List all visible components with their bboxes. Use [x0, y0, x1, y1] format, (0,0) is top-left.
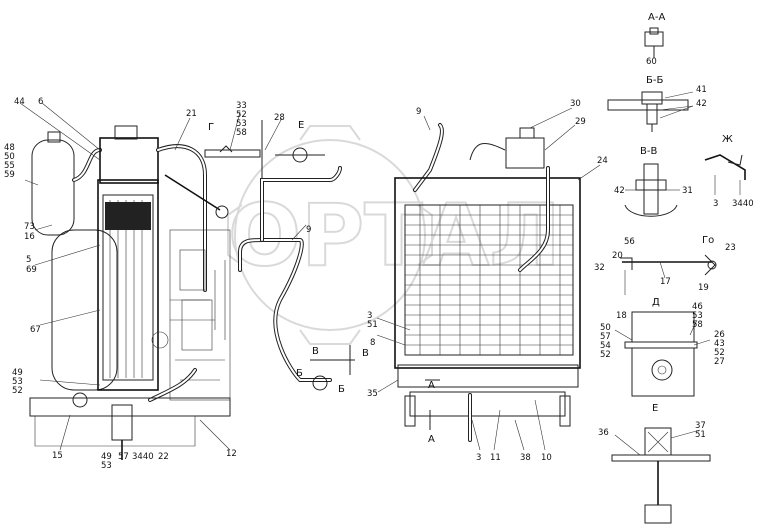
- section-vv-title: В-В: [640, 146, 657, 157]
- label-53c: 53: [236, 119, 247, 129]
- label-58b: 58: [692, 320, 703, 330]
- label-49b: 49: [101, 452, 112, 462]
- mark-a-top: А: [428, 380, 435, 391]
- label-11: 11: [490, 453, 501, 463]
- section-g: Го 20 56 32 17 19 23: [594, 235, 736, 295]
- label-52b: 52: [236, 110, 247, 120]
- section-d: Д 18 50 57 54 52 46 53 58 26 43 52 27: [600, 297, 725, 397]
- label-52c: 52: [714, 348, 725, 358]
- label-37: 37: [695, 421, 706, 431]
- label-56: 56: [624, 237, 635, 247]
- label-32: 32: [594, 263, 605, 273]
- label-41: 41: [696, 85, 707, 95]
- mark-b-left: Б: [296, 368, 303, 379]
- mark-a-bottom: А: [428, 434, 435, 445]
- mark-v-left: В: [312, 346, 319, 357]
- label-5: 5: [26, 255, 31, 265]
- section-aa: А-А 60: [644, 12, 665, 67]
- section-bb: Б-Б 41 42: [607, 75, 707, 132]
- label-18: 18: [616, 311, 627, 321]
- label-52: 52: [12, 386, 23, 396]
- label-46: 46: [692, 302, 703, 312]
- label-8: 8: [370, 338, 375, 348]
- label-31: 31: [682, 186, 693, 196]
- label-28: 28: [274, 113, 285, 123]
- label-52d: 52: [600, 350, 611, 360]
- section-zh: Ж 3 3440: [704, 134, 754, 209]
- section-g-title: Го: [702, 235, 714, 246]
- label-35: 35: [367, 389, 378, 399]
- label-29: 29: [575, 117, 586, 127]
- label-3: 3: [367, 311, 372, 321]
- label-3440: 3440: [132, 452, 154, 462]
- label-20: 20: [612, 251, 623, 261]
- label-19: 19: [698, 283, 709, 293]
- label-69: 69: [26, 265, 37, 275]
- section-d-title: Д: [652, 297, 660, 308]
- mark-e: Е: [298, 120, 304, 131]
- label-54: 54: [600, 341, 611, 351]
- label-22: 22: [158, 452, 169, 462]
- center-view: 33 52 53 58 28 Г Е 9 Б В В Б: [204, 101, 369, 395]
- label-59: 59: [4, 170, 15, 180]
- label-44: 44: [14, 97, 25, 107]
- label-9: 9: [306, 225, 311, 235]
- label-53d: 53: [692, 311, 703, 321]
- label-42a: 42: [696, 99, 707, 109]
- label-38: 38: [520, 453, 531, 463]
- section-bb-title: Б-Б: [646, 75, 663, 86]
- section-vv: В-В 42 31: [614, 146, 693, 217]
- label-49: 49: [12, 368, 23, 378]
- label-42b: 42: [614, 186, 625, 196]
- label-3c: 3: [713, 199, 718, 209]
- label-60: 60: [646, 57, 657, 67]
- label-12: 12: [226, 449, 237, 459]
- section-e-title: Е: [652, 403, 658, 414]
- label-58: 58: [236, 128, 247, 138]
- label-15: 15: [52, 451, 63, 461]
- label-30: 30: [570, 99, 581, 109]
- label-57: 57: [118, 452, 129, 462]
- section-e: Е 36 37 51: [598, 403, 711, 524]
- mark-g: Г: [208, 122, 214, 133]
- label-23: 23: [725, 243, 736, 253]
- label-16: 16: [24, 232, 35, 242]
- radiator-core: [405, 205, 573, 355]
- label-67: 67: [30, 325, 41, 335]
- label-53: 53: [12, 377, 23, 387]
- label-26: 26: [714, 330, 725, 340]
- label-10: 10: [541, 453, 552, 463]
- label-43: 43: [714, 339, 725, 349]
- label-73: 73: [24, 222, 35, 232]
- left-view: 44 6 48 50 55 59 73 16 5 69 67 49 53 52 …: [4, 97, 237, 471]
- label-9b: 9: [416, 107, 421, 117]
- front-view: 9 30 29 24 3 51 8 35 А А 3 11 38 10: [367, 99, 608, 463]
- label-48: 48: [4, 143, 15, 153]
- section-zh-title: Ж: [722, 134, 733, 145]
- label-53b: 53: [101, 461, 112, 471]
- label-51: 51: [367, 320, 378, 330]
- label-50b: 50: [600, 323, 611, 333]
- label-21: 21: [186, 109, 197, 119]
- label-50: 50: [4, 152, 15, 162]
- mark-b-right: Б: [338, 384, 345, 395]
- label-3440b: 3440: [732, 199, 754, 209]
- label-36: 36: [598, 428, 609, 438]
- section-aa-title: А-А: [648, 12, 665, 23]
- label-24: 24: [597, 156, 608, 166]
- label-3b: 3: [476, 453, 481, 463]
- label-55: 55: [4, 161, 15, 171]
- label-17: 17: [660, 277, 671, 287]
- label-6: 6: [38, 97, 43, 107]
- label-57b: 57: [600, 332, 611, 342]
- label-27: 27: [714, 357, 725, 367]
- label-33: 33: [236, 101, 247, 111]
- mark-v-right: В: [362, 348, 369, 359]
- label-51b: 51: [695, 430, 706, 440]
